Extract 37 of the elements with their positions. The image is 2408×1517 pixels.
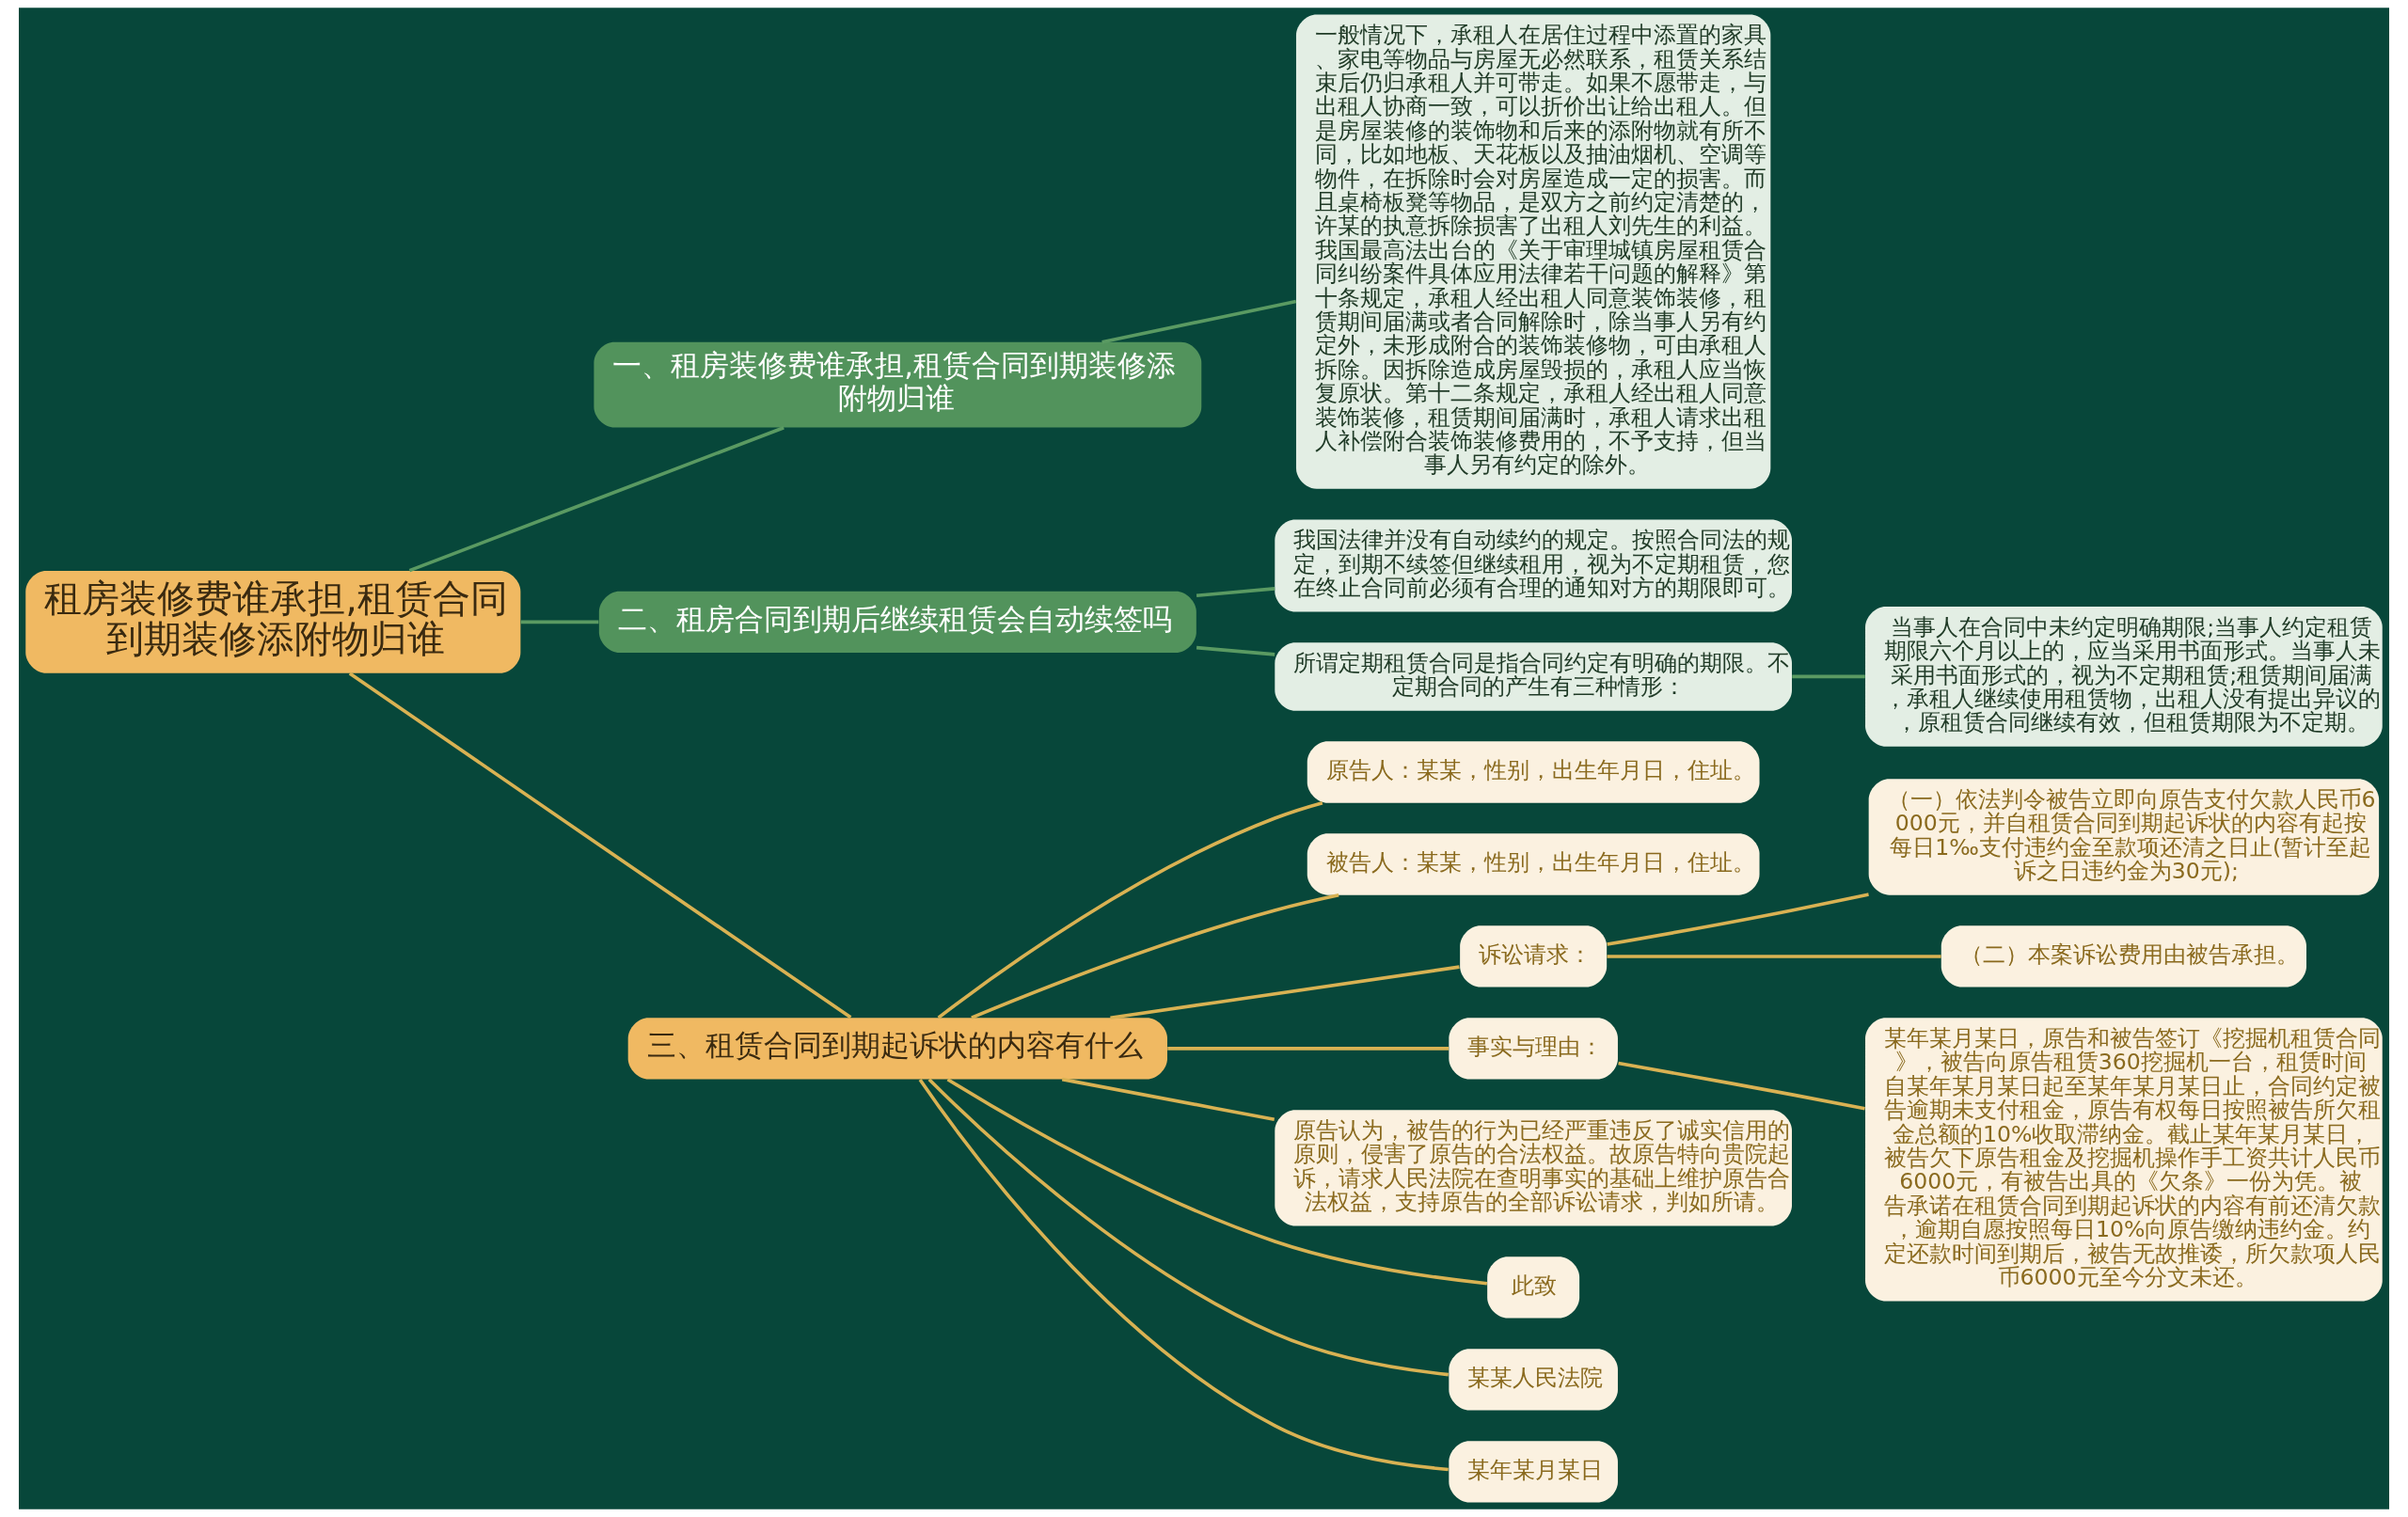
connector (1607, 893, 1869, 946)
connector (1101, 299, 1297, 344)
connector (937, 800, 1323, 1019)
connector (1618, 1061, 1865, 1111)
connector (1061, 1077, 1275, 1121)
connector (1167, 1047, 1450, 1051)
node-box: 某某人民法院 (1449, 1349, 1618, 1411)
node-box: 所谓定期租赁合同是指合同约定有明确的期限。不定期合同的产生有三种情形： (1275, 642, 1792, 711)
node-box: （二）本案诉讼费用由被告承担。 (1941, 925, 2306, 988)
node-box: 租房装修费谁承担,租赁合同到期装修添附物归谁 (25, 570, 521, 673)
connector (1110, 965, 1460, 1020)
connector (1196, 645, 1275, 656)
node-box: 二、租房合同到期后继续租赁会自动续签吗 (598, 591, 1196, 653)
connector (408, 426, 784, 573)
connector (1792, 674, 1865, 679)
node-box: 三、租赁合同到期起诉状的内容有什么 (627, 1018, 1167, 1080)
node-box: （一）依法判令被告立即向原告支付欠款人民币6000元，并自租赁合同到期起诉状的内容有起按每日1‰支付违约金至款项还清之日止(暂计至起诉之日违约金为30元); (1868, 779, 2380, 895)
node-box: 某年某月某日 (1449, 1441, 1618, 1503)
node-box: 原告认为，被告的行为已经严重违反了诚实信用的原则，侵害了原告的合法权益。故原告特向贵院起诉，请求人民法院在查明事实的基础上维护原告合法权益，支持原告的全部诉讼请求，判如所请。 (1275, 1110, 1792, 1226)
connector (971, 893, 1339, 1019)
connector (1607, 955, 1941, 958)
connector (348, 672, 852, 1019)
connector (1196, 587, 1275, 598)
connector (918, 1079, 1449, 1472)
node-box: 当事人在合同中未约定明确期限;当事人约定租赁期限六个月以上的，应当采用书面形式。当事人未采用书面形式的，视为不定期租赁;租赁期间届满，承租人继续使用租赁物，出租人没有提出异议的，原租赁合同继续有效，但租赁期限为不定期。 (1865, 607, 2383, 747)
node-box: 一般情况下，承租人在居住过程中添置的家具、家电等物品与房屋无必然联系，租赁关系结束后仍归承租人并可带走。如果不愿带走，与出租人协商一致，可以折价出让给出租人。但是房屋装修的装饰物和后来的添附物就有所不同，比如地板、天花板以及抽油烟机、空调等物件，在拆除时会对房屋造成一定的损害。而且桌椅板凳等物品，是双方之前约定清楚的，许某的执意拆除损害了出租人刘先生的利益。我国最高法出台的《关于审理城镇房屋租赁合同纠纷案件具体应用法律若干问题的解释》第十条规定，承租人经出租人同意装饰装修，租赁期间届满或者合同解除时，除当事人另有约定外，未形成附合的装饰装修物，可由承租人拆除。因拆除造成房屋毁损的，承租人应当恢复原状。第十二条规定，承租人经出租人同意装饰装修，租赁期间届满时，承租人请求出租人补偿附合装饰装修费用的，不予支持，但当事人另有约定的除外。 (1295, 14, 1771, 489)
node-box: 我国法律并没有自动续约的规定。按照合同法的规定，到期不续签但继续租用，视为不定期租赁，您在终止合同前必须有合理的通知对方的期限即可。 (1275, 519, 1792, 612)
connector (927, 1078, 1450, 1377)
node-box: 诉讼请求： (1460, 925, 1608, 988)
node-box: 一、租房装修费谁承担,租赁合同到期装修添附物归谁 (594, 341, 1202, 428)
connector (520, 620, 599, 624)
node-box: 事实与理由： (1449, 1018, 1618, 1080)
node-box: 被告人：某某，性别，出生年月日，住址。 (1307, 833, 1760, 895)
node-box: 某年某月某日，原告和被告签订《挖掘机租赁合同》，被告向原告租赁360挖掘机一台，租赁时间自某年某月某日起至某年某月某日止，合同约定被告逾期未支付租金，原告有权每日按照被告所欠租金总额的10%收取滞纳金。截止某年某月某日，被告欠下原告租金及挖掘机操作手工资共计人民币6000元，有被告出具的《欠条》一份为凭。被告承诺在租赁合同到期起诉状的内容有前还清欠款，逾期自愿按照每日10%向原告缴纳违约金。约定还款时间到期后，被告无故推诿，所欠款项人民币6000元至今分文未还。 (1865, 1018, 2383, 1302)
node-box: 此致 (1487, 1256, 1580, 1319)
node-box: 原告人：某某，性别，出生年月日，住址。 (1307, 741, 1760, 803)
connector (946, 1078, 1488, 1286)
